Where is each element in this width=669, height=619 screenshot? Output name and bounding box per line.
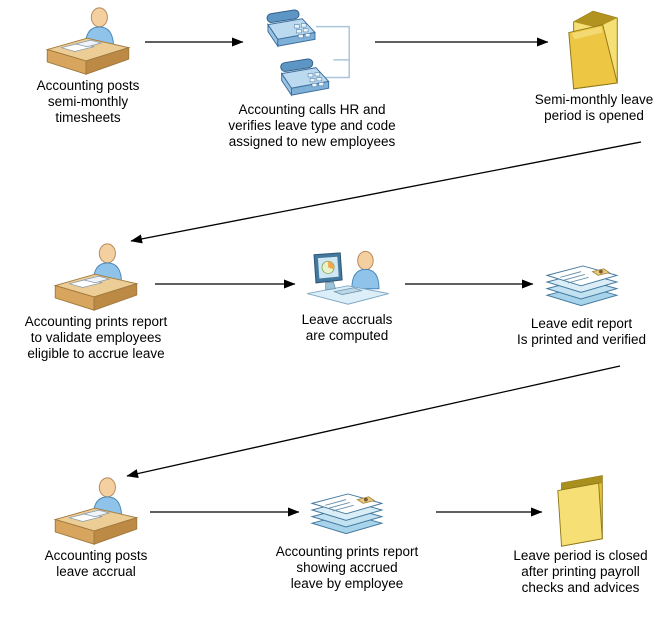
node-label: Accounting posts leave accrual (44, 548, 148, 579)
open-folder-icon (562, 2, 626, 92)
node-label: Accounting prints report to validate emp… (24, 314, 168, 361)
person-at-computer-icon (301, 246, 393, 312)
node-call-hr-verify-codes: Accounting calls HR and verifies leave t… (210, 2, 414, 150)
person-at-desk-icon (51, 242, 141, 314)
document-stack-icon (540, 246, 624, 316)
person-at-desk-icon (51, 476, 141, 548)
node-print-validation-report: Accounting prints report to validate emp… (8, 242, 184, 362)
node-label: Leave period is closed after printing pa… (513, 548, 648, 595)
node-print-leave-edit-report: Leave edit report Is printed and verifie… (494, 246, 669, 348)
node-open-leave-period: Semi-monthly leave period is opened (519, 2, 669, 124)
arrow-editreport-to-postaccrual (126, 365, 621, 479)
node-post-timesheets: Accounting posts semi-monthly timesheets (13, 6, 163, 126)
node-close-leave-period: Leave period is closed after printing pa… (492, 470, 669, 596)
arrow-openperiod-to-validation (130, 141, 642, 244)
node-label: Accounting posts semi-monthly timesheets (36, 78, 140, 125)
closed-folder-icon (549, 470, 613, 548)
node-label: Accounting prints report showing accrued… (275, 544, 419, 591)
node-label: Leave edit report Is printed and verifie… (516, 316, 647, 347)
node-label: Leave accruals are computed (301, 312, 393, 343)
document-stack-icon (305, 474, 389, 544)
node-compute-leave-accruals: Leave accruals are computed (267, 246, 427, 344)
telephones-icon (265, 2, 359, 102)
node-label: Semi-monthly leave period is opened (534, 92, 654, 123)
person-at-desk-icon (43, 6, 133, 78)
node-label: Accounting calls HR and verifies leave t… (228, 102, 396, 149)
node-post-leave-accrual: Accounting posts leave accrual (18, 476, 174, 580)
node-print-accrued-leave-report: Accounting prints report showing accrued… (257, 474, 437, 592)
